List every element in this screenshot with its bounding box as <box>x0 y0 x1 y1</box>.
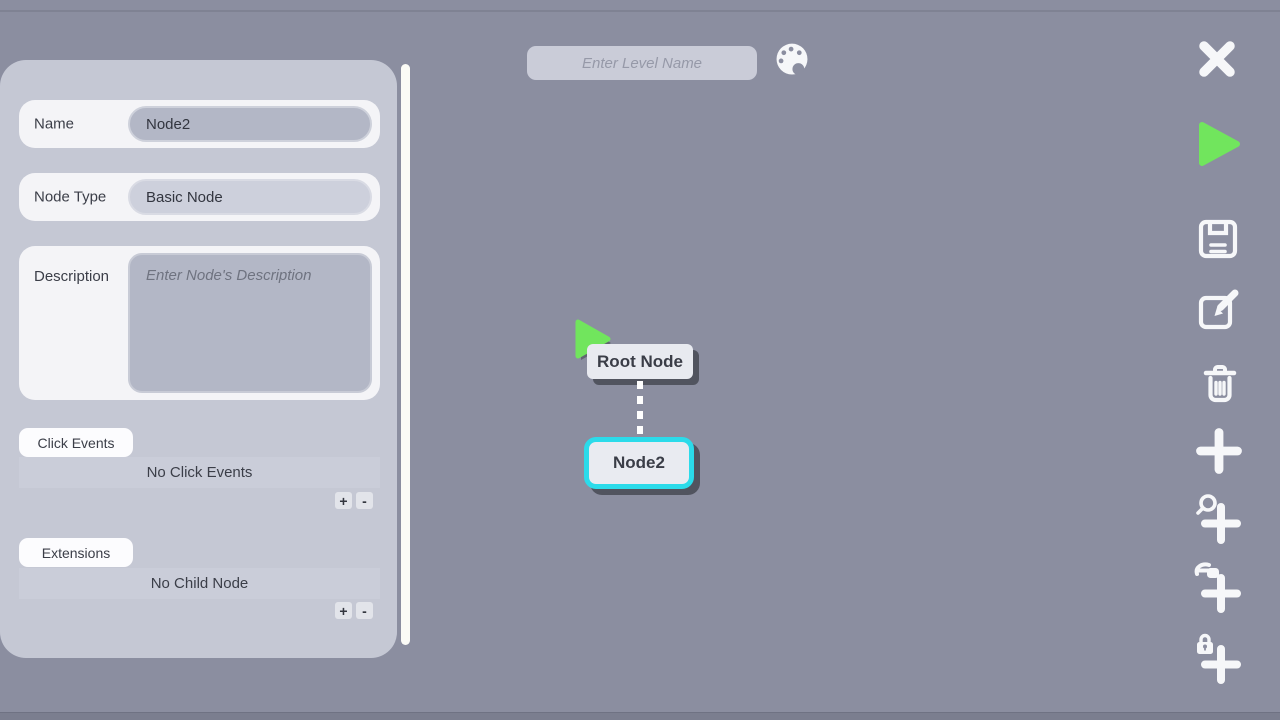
add-node-icon <box>1196 428 1242 474</box>
click-events-buttons: + - <box>335 492 373 509</box>
grab-add-icon <box>1194 562 1241 613</box>
description-field-row: Description <box>19 246 380 400</box>
canvas-top-border <box>0 10 1280 12</box>
description-label: Description <box>34 268 110 285</box>
click-events-tab[interactable]: Click Events <box>19 428 133 457</box>
extensions-buttons: + - <box>335 602 373 619</box>
lock-add-button[interactable] <box>1192 630 1246 684</box>
extensions-remove-button[interactable]: - <box>356 602 373 619</box>
delete-button[interactable] <box>1196 358 1244 406</box>
extensions-tab[interactable]: Extensions <box>19 538 133 567</box>
click-events-empty-list: No Click Events <box>19 457 380 488</box>
extensions-empty-list: No Child Node <box>19 568 380 599</box>
edit-icon <box>1198 289 1239 330</box>
node-type-field-row: Node Type <box>19 173 380 221</box>
node-node2-selected[interactable]: Node2 <box>584 437 694 489</box>
name-label: Name <box>34 115 75 133</box>
node-connector-dashed-line <box>637 381 643 437</box>
level-name-input[interactable] <box>527 46 757 80</box>
click-events-add-button[interactable]: + <box>335 492 352 509</box>
palette-icon[interactable] <box>772 40 812 80</box>
edit-button[interactable] <box>1194 286 1242 334</box>
extensions-add-button[interactable]: + <box>335 602 352 619</box>
trash-icon <box>1203 365 1237 403</box>
node-type-input[interactable] <box>128 179 372 215</box>
add-node-button[interactable] <box>1195 427 1243 475</box>
node-root[interactable]: Root Node <box>587 344 693 379</box>
play-button[interactable] <box>1194 120 1242 168</box>
save-icon <box>1198 219 1238 259</box>
close-icon <box>1199 41 1235 77</box>
zoom-add-button[interactable] <box>1192 492 1246 546</box>
lock-add-icon <box>1197 633 1241 684</box>
play-icon <box>1199 122 1240 166</box>
panel-scrollbar[interactable] <box>401 64 410 645</box>
click-events-remove-button[interactable]: - <box>356 492 373 509</box>
node-inspector-panel: Name Node Type Description Click Events … <box>0 60 397 658</box>
node-name-input[interactable] <box>128 106 372 142</box>
node-type-label: Node Type <box>34 188 107 206</box>
zoom-add-icon <box>1196 494 1241 544</box>
save-button[interactable] <box>1194 215 1242 263</box>
close-button[interactable] <box>1193 35 1241 83</box>
name-field-row: Name <box>19 100 380 148</box>
canvas-bottom-border <box>0 712 1280 720</box>
node-description-textarea[interactable] <box>128 253 372 393</box>
grab-add-button[interactable] <box>1192 561 1246 615</box>
